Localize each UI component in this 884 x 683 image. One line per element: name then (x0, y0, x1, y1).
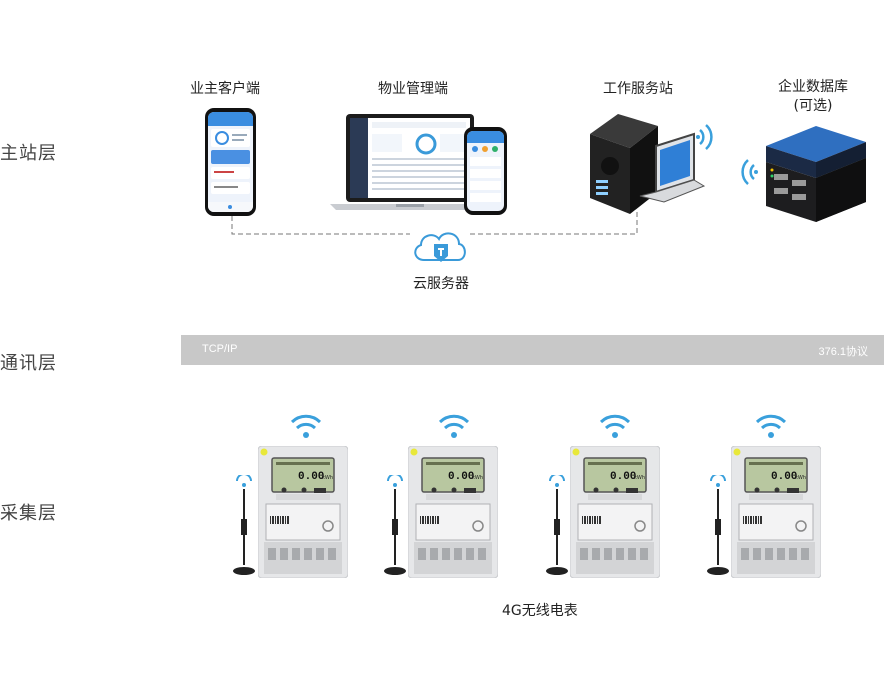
property-phone-screen (467, 131, 504, 211)
antenna-icon-meter-3 (546, 475, 568, 575)
wifi-icon-station (696, 124, 713, 150)
enterprise-db-label: 企业数据库 (可选) (778, 78, 848, 116)
cloud-server-label: 云服务器 (413, 276, 469, 292)
meter-1-reading: 0.00 (298, 471, 325, 483)
property-client-label: 物业管理端 (378, 81, 448, 97)
wifi-icon-meter-1 (290, 414, 322, 438)
meter-4-unit: kWh (795, 475, 807, 481)
antenna-icon-meter-2 (384, 475, 406, 575)
comm-bar-left: TCP/IP (202, 343, 238, 355)
meter-3-unit: kWh (634, 475, 646, 481)
connection-lines (231, 212, 638, 235)
antenna-icon-meter-4 (707, 475, 729, 575)
meter-3: 0.00 kWh (569, 445, 661, 579)
owner-client-label: 业主客户端 (190, 81, 260, 97)
wifi-icon-meter-3 (599, 414, 631, 438)
enterprise-database-icon (766, 126, 866, 222)
antenna-icon-meter-1 (233, 475, 255, 575)
owner-phone-screen (208, 112, 253, 212)
wifi-icon-meter-2 (438, 414, 470, 438)
comm-bar: TCP/IP 376.1协议 (181, 335, 884, 365)
meters-label: 4G无线电表 (502, 603, 578, 619)
comm-bar-right: 376.1协议 (818, 346, 868, 358)
property-phone (464, 127, 507, 215)
layer-label-master: 主站层 (0, 143, 57, 164)
work-station-icon (590, 114, 706, 214)
meter-2: 0.00 kWh (407, 445, 499, 579)
meter-4: 0.00 kWh (730, 445, 822, 579)
meter-3-reading: 0.00 (610, 471, 637, 483)
layer-label-comm: 通讯层 (0, 353, 57, 374)
meter-1-unit: kWh (322, 475, 334, 481)
wifi-icon-database (741, 159, 758, 185)
meter-4-reading: 0.00 (771, 471, 798, 483)
meter-2-unit: kWh (472, 475, 484, 481)
enterprise-db-label-line2: (可选) (793, 98, 833, 114)
meter-2-reading: 0.00 (448, 471, 475, 483)
cloud-server-icon (414, 232, 466, 262)
wifi-icon-meter-4 (755, 414, 787, 438)
work-station-label: 工作服务站 (603, 81, 673, 97)
meter-1: 0.00 kWh (257, 445, 349, 579)
property-laptop (330, 114, 490, 210)
enterprise-db-label-line1: 企业数据库 (778, 79, 848, 95)
owner-phone (205, 108, 256, 216)
layer-label-collect: 采集层 (0, 503, 57, 524)
